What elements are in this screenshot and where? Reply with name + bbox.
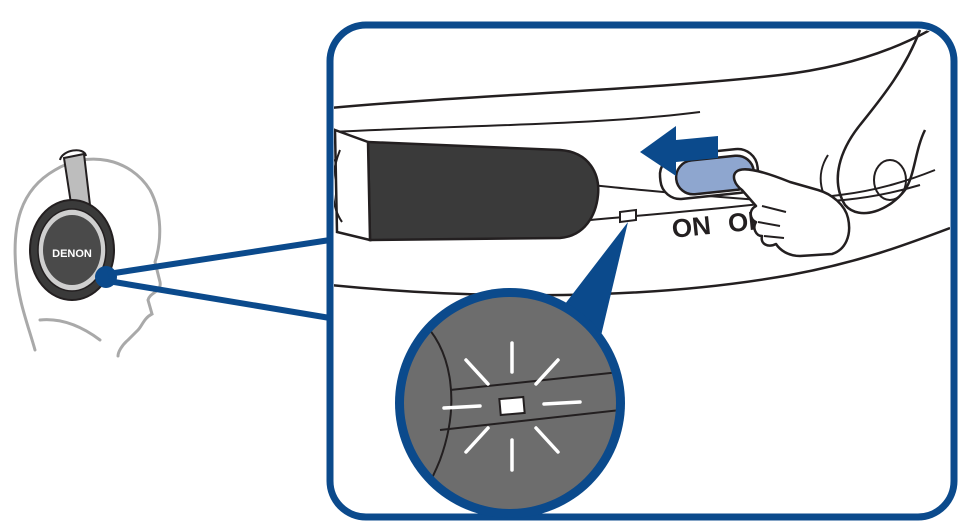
slide-arrow — [640, 126, 718, 176]
led-light-rays — [442, 341, 582, 472]
head-with-headphones: DENON — [13, 149, 162, 358]
head-outline — [13, 157, 162, 358]
led-magnifier — [395, 222, 628, 518]
hinge-arm — [836, 29, 927, 215]
slider-housing — [366, 140, 600, 242]
chin-outline — [38, 318, 102, 342]
magnified-seam-bottom — [439, 409, 616, 431]
switch-on-label: ON — [670, 210, 712, 244]
led-indicator-slot — [619, 208, 637, 224]
finger-hand — [732, 168, 851, 258]
headband-top — [59, 149, 87, 161]
detail-panel-content: ON OFF — [334, 29, 950, 297]
finger-crease — [757, 205, 787, 239]
callout-leader-lines — [107, 237, 331, 321]
hinge-pivot — [873, 159, 907, 201]
magnified-seam-top — [449, 371, 616, 391]
brand-logo: DENON — [52, 248, 92, 260]
blinking-led — [498, 395, 526, 417]
ear-cup-face — [43, 215, 101, 285]
slider-housing-side — [334, 128, 372, 242]
slider-housing-inner — [334, 149, 343, 223]
headband-arm-bottom — [334, 111, 701, 133]
headband-arm-top — [334, 29, 931, 110]
earcup-lower-curve — [334, 226, 950, 297]
